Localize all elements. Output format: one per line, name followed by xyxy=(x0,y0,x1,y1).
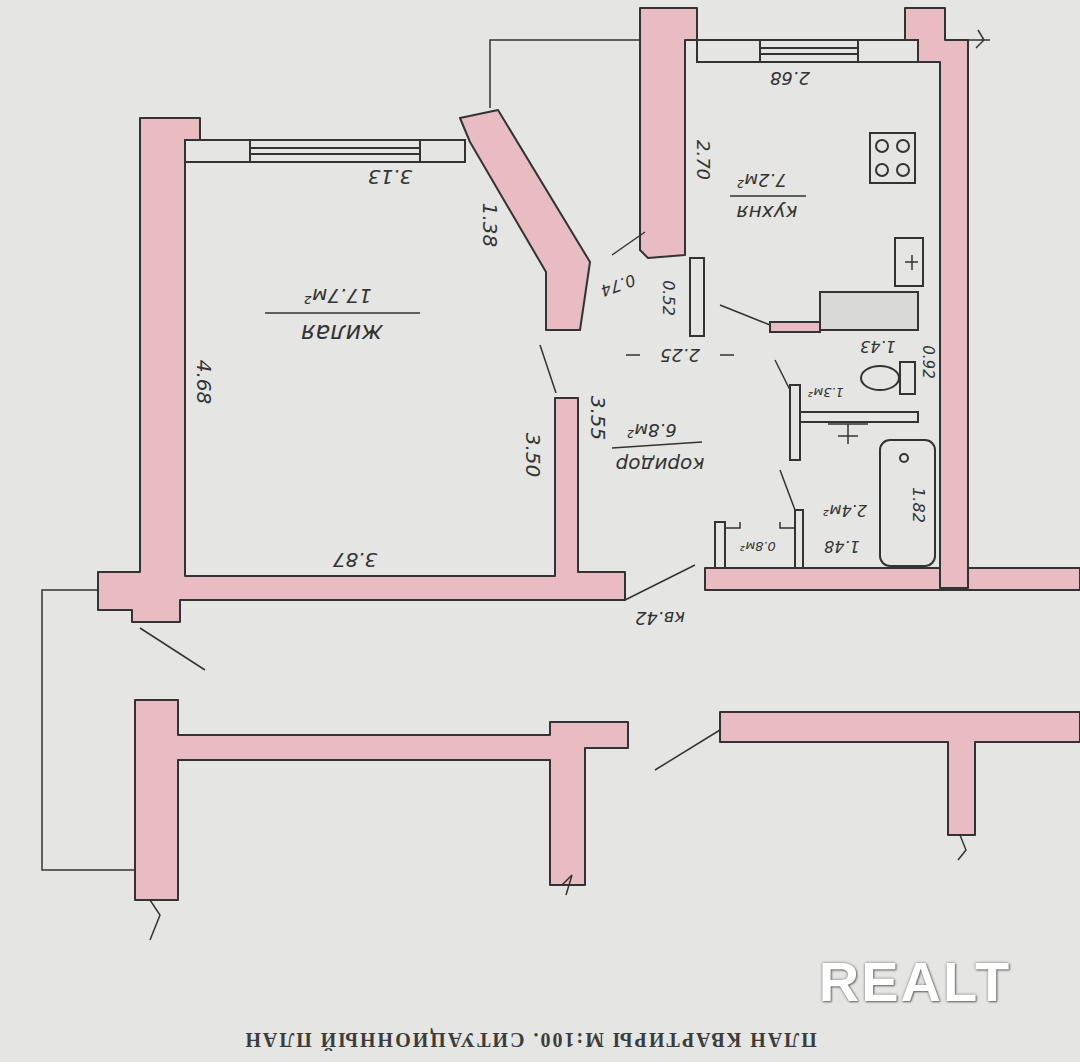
partition xyxy=(790,385,800,460)
bathtub xyxy=(880,440,935,566)
partition xyxy=(690,258,704,336)
toilet xyxy=(861,366,899,390)
balcony-outline xyxy=(490,40,640,108)
area-label: 6.8м² xyxy=(627,420,676,440)
closet-fixture xyxy=(725,522,795,528)
area-label: 1.3м² xyxy=(808,385,844,399)
area-label: 2.4м² xyxy=(823,501,867,519)
washbasin xyxy=(828,424,868,444)
area-label: 7.2м² xyxy=(737,170,786,190)
dimension-label: 0.92 xyxy=(920,345,937,378)
wall-break xyxy=(968,30,990,48)
window-glass xyxy=(250,140,420,162)
dimension-label: 1.82 xyxy=(909,487,927,523)
dimension-label: 2.25 xyxy=(660,345,700,365)
wall xyxy=(640,8,697,258)
door-swing xyxy=(140,232,795,770)
wall xyxy=(705,568,1080,590)
partition xyxy=(795,510,803,568)
area-label: 0.8м² xyxy=(740,539,776,553)
burner xyxy=(876,140,888,152)
window xyxy=(185,140,465,162)
dimension-label: 2.68 xyxy=(770,68,810,88)
partition xyxy=(770,322,820,332)
room-name: жилая xyxy=(301,320,383,346)
room-name: коридор xyxy=(616,454,705,476)
window-glass xyxy=(760,40,858,62)
area-label: 17.7м² xyxy=(304,285,372,307)
drain xyxy=(900,454,908,462)
toilet-tank xyxy=(900,362,915,394)
dimension-label: 3.50 xyxy=(522,433,544,478)
dimension-label: 0.52 xyxy=(659,280,677,316)
wall xyxy=(135,700,628,900)
window xyxy=(697,40,918,62)
stove xyxy=(870,133,915,183)
wall xyxy=(460,110,590,330)
partition xyxy=(800,412,918,422)
dimension-label: 1.43 xyxy=(860,337,896,355)
apartment-number: кв.42 xyxy=(635,608,685,628)
partition xyxy=(715,522,725,568)
dimension-label: 3.55 xyxy=(587,396,609,441)
room-name: кухня xyxy=(737,202,798,224)
dimension-label: 4.68 xyxy=(193,360,215,405)
wall xyxy=(720,712,1080,835)
burner xyxy=(897,140,909,152)
kitchen-sink xyxy=(895,238,923,286)
dimension-label: 1.48 xyxy=(824,537,860,555)
plan-title: ПЛАН КВАРТИРЫ М:100. СИТУАЦИОННЫЙ ПЛАН xyxy=(243,1029,816,1051)
watermark: REALT xyxy=(819,951,1012,1013)
dimension-label: 3.87 xyxy=(333,549,378,571)
dimension-label: 3.13 xyxy=(368,166,413,188)
dimension-label: 2.70 xyxy=(693,140,713,180)
counter xyxy=(820,292,918,330)
underline xyxy=(265,196,806,448)
wall-break xyxy=(150,835,966,940)
burner xyxy=(897,164,909,176)
burner xyxy=(876,164,888,176)
dimension-label: 1.38 xyxy=(479,203,501,248)
outline xyxy=(42,590,135,870)
faucet xyxy=(905,255,918,270)
